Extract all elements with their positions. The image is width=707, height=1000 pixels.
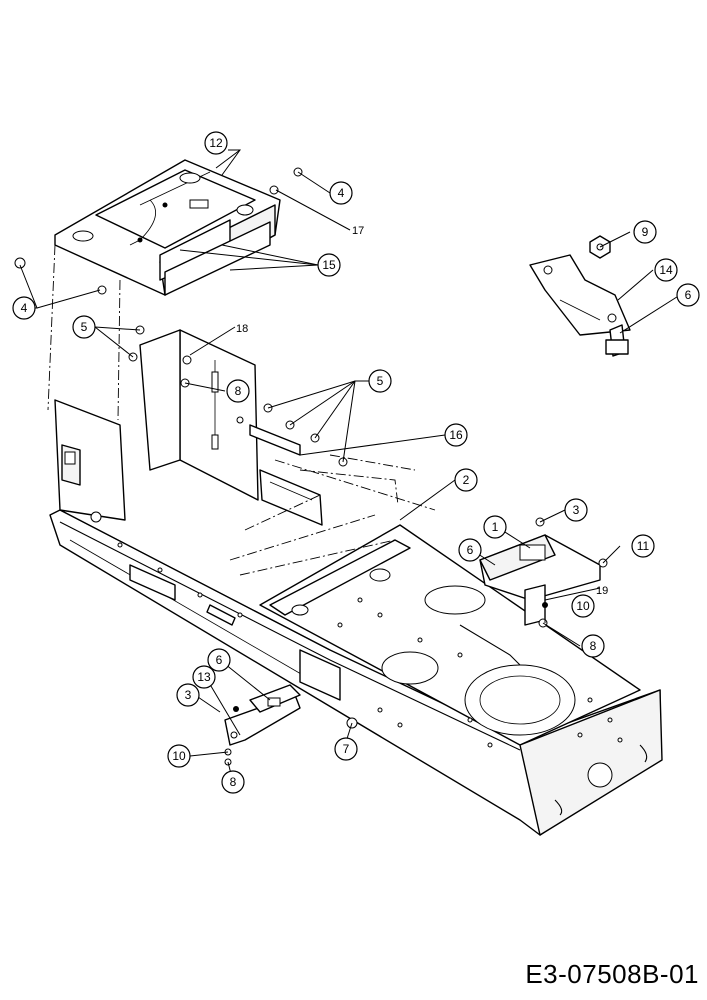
svg-text:15: 15: [322, 258, 336, 272]
callout-4: 4: [329, 181, 353, 205]
svg-text:12: 12: [209, 136, 223, 150]
callout-6: 6: [676, 283, 700, 307]
callout-19: 19: [596, 585, 608, 597]
callout-1: 1: [483, 515, 507, 539]
leader-lines: [19, 149, 681, 783]
svg-text:5: 5: [377, 374, 384, 388]
svg-text:2: 2: [463, 473, 470, 487]
callout-18: 18: [236, 323, 248, 335]
svg-text:13: 13: [197, 670, 211, 684]
callout-8: 8: [226, 379, 250, 403]
svg-text:16: 16: [449, 428, 463, 442]
callout-2: 2: [454, 468, 478, 492]
drawing-code: E3-07508B-01: [525, 959, 699, 989]
svg-text:8: 8: [230, 775, 237, 789]
svg-text:11: 11: [637, 539, 650, 553]
callout-5: 5: [368, 369, 392, 393]
callout-3: 3: [564, 498, 588, 522]
callout-16: 16: [444, 423, 468, 447]
callout-5: 5: [72, 315, 96, 339]
svg-text:10: 10: [172, 749, 186, 763]
callout-15: 15: [317, 253, 341, 277]
svg-text:1: 1: [492, 520, 499, 534]
callout-14: 14: [654, 258, 678, 282]
callout-13: 13: [192, 665, 216, 689]
bracket-14: [529, 235, 631, 357]
svg-text:8: 8: [590, 639, 597, 653]
callout-8: 8: [221, 770, 245, 794]
svg-text:10: 10: [576, 599, 590, 613]
svg-text:6: 6: [216, 653, 223, 667]
svg-text:3: 3: [573, 503, 580, 517]
callout-10: 10: [167, 744, 191, 768]
svg-text:3: 3: [185, 688, 192, 702]
main-frame: [49, 329, 663, 836]
hardware: [14, 167, 608, 729]
svg-text:6: 6: [685, 288, 692, 302]
lower-bracket: [224, 684, 301, 766]
svg-text:14: 14: [659, 263, 673, 277]
svg-text:8: 8: [235, 384, 242, 398]
callout-11: 11: [631, 534, 655, 558]
svg-text:19: 19: [596, 585, 608, 597]
svg-text:4: 4: [338, 186, 345, 200]
svg-text:17: 17: [352, 225, 364, 237]
callout-8: 8: [581, 634, 605, 658]
dash-panel: [54, 159, 281, 296]
callout-3: 3: [176, 683, 200, 707]
svg-text:5: 5: [81, 320, 88, 334]
callout-17: 17: [352, 225, 364, 237]
svg-text:18: 18: [236, 323, 248, 335]
callout-6: 6: [458, 538, 482, 562]
svg-text:4: 4: [21, 301, 28, 315]
callout-10: 10: [571, 594, 595, 618]
callout-9: 9: [633, 220, 657, 244]
assembly-lines: [47, 244, 436, 576]
svg-text:7: 7: [343, 742, 350, 756]
svg-text:9: 9: [642, 225, 649, 239]
svg-text:6: 6: [467, 543, 474, 557]
callout-4: 4: [12, 296, 36, 320]
callout-7: 7: [334, 737, 358, 761]
callout-12: 12: [204, 131, 228, 155]
callout-6: 6: [207, 648, 231, 672]
